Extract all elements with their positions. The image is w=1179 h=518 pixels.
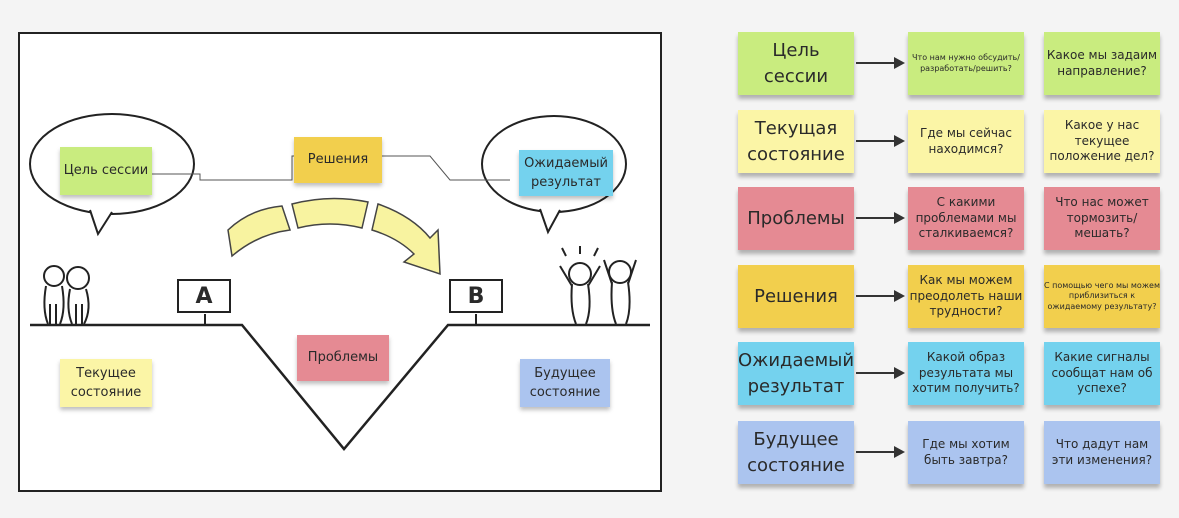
row-prompt: Что дадут нам эти изменения?	[1044, 421, 1160, 484]
diagram-frame: Цель сессии Решения Ожидаемый результат …	[18, 32, 662, 492]
connector-line	[152, 155, 510, 181]
sign-a: A	[177, 279, 231, 313]
row-prompt: С помощью чего мы можем приблизиться к о…	[1044, 265, 1160, 328]
row-question: Где мы сейчас находимся?	[908, 110, 1024, 173]
row-prompt: Какое у нас текущее положение дел?	[1044, 110, 1160, 173]
arrow-right-icon	[856, 290, 905, 302]
row-prompt: Какие сигналы сообщат нам об успехе?	[1044, 342, 1160, 405]
arrow-right-icon	[856, 57, 905, 69]
arrow-right-icon	[856, 135, 905, 147]
happy-people-icon	[559, 246, 637, 325]
ground-line	[30, 323, 650, 451]
arrow-right-icon	[856, 212, 905, 224]
row-question: Что нам нужно обсудить/ разработать/реши…	[908, 32, 1024, 95]
diagram-drawing	[29, 113, 650, 451]
arrow-right-icon	[856, 367, 905, 379]
sticky-solutions: Решения	[294, 137, 382, 183]
row-question: Как мы можем преодолеть наши трудности?	[908, 265, 1024, 328]
row-label: Проблемы	[738, 187, 854, 250]
row-label: Будущее состояние	[738, 421, 854, 484]
sticky-expected-result: Ожидаемый результат	[519, 150, 613, 196]
arrow-right-icon	[856, 446, 905, 458]
sticky-goal: Цель сессии	[60, 147, 152, 195]
row-question: Где мы хотим быть завтра?	[908, 421, 1024, 484]
row-label: Текущая состояние	[738, 110, 854, 173]
row-question: С какими проблемами мы сталкиваемся?	[908, 187, 1024, 250]
arc-arrow	[227, 197, 441, 276]
row-label: Решения	[738, 265, 854, 328]
sticky-future-state: Будущее состояние	[520, 359, 610, 407]
sticky-current-state: Текущее состояние	[60, 359, 152, 407]
sign-b: B	[449, 279, 503, 313]
people-icon	[43, 265, 90, 325]
row-label: Цель сессии	[738, 32, 854, 95]
sticky-problems: Проблемы	[297, 335, 389, 381]
row-prompt: Какое мы задаим направление?	[1044, 32, 1160, 95]
row-prompt: Что нас может тормозить/ мешать?	[1044, 187, 1160, 250]
row-label: Ожидаемый результат	[738, 342, 854, 405]
row-question: Какой образ результата мы хотим получить…	[908, 342, 1024, 405]
